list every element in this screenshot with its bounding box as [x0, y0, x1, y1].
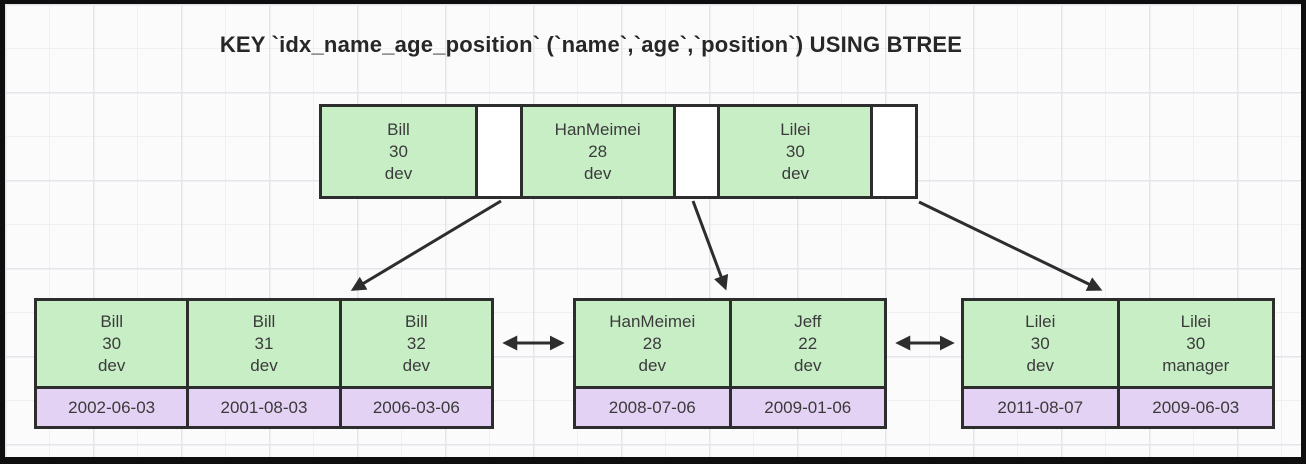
- key-name: HanMeimei: [609, 311, 696, 331]
- key-name: Bill: [404, 311, 428, 331]
- record-date-cell: 2006-03-06: [341, 386, 491, 426]
- leaf-record-column: Lilei 30 manager 2009-06-03: [1116, 301, 1272, 426]
- key-name: Bill: [252, 311, 276, 331]
- key-age: 30: [102, 333, 122, 353]
- key-position: dev: [781, 163, 810, 183]
- record-date-cell: 2009-01-06: [731, 386, 884, 426]
- record-key-cell: Bill 31 dev: [189, 301, 339, 386]
- key-name: Lilei: [780, 119, 811, 139]
- key-age: 30: [785, 141, 805, 161]
- key-position: dev: [97, 355, 126, 375]
- record-date-cell: 2008-07-06: [576, 386, 729, 426]
- root-to-left-leaf-arrow: [350, 199, 502, 291]
- key-position: dev: [794, 355, 822, 375]
- key-position: dev: [402, 355, 431, 375]
- leaf-record-column: Bill 32 dev 2006-03-06: [338, 301, 491, 426]
- child-pointer-cell: [672, 107, 718, 196]
- record-date-cell: 2009-06-03: [1119, 386, 1272, 426]
- key-age: 31: [254, 333, 274, 353]
- key-name: Bill: [387, 119, 410, 139]
- leaf-node-lilei: Lilei 30 dev 2011-08-07 Lilei 30 manager…: [961, 298, 1275, 429]
- child-pointer-cell: [475, 107, 520, 196]
- key-position: dev: [384, 163, 413, 183]
- key-age: 22: [798, 333, 818, 353]
- record-date-cell: 2001-08-03: [189, 386, 339, 426]
- key-age: 32: [406, 333, 426, 353]
- child-pointer-cell: [870, 107, 916, 196]
- root-key-cell: HanMeimei 28 dev: [519, 107, 673, 196]
- key-name: Lilei: [1025, 311, 1056, 331]
- key-age: 28: [588, 141, 608, 161]
- key-position: dev: [250, 355, 278, 375]
- leaf-record-column: HanMeimei 28 dev 2008-07-06: [576, 301, 729, 426]
- leaf-node-bill: Bill 30 dev 2002-06-03 Bill 31 dev 2001-…: [34, 298, 494, 429]
- key-age: 30: [1030, 333, 1050, 353]
- record-key-cell: Bill 32 dev: [341, 301, 491, 386]
- leaf-record-column: Jeff 22 dev 2009-01-06: [728, 301, 884, 426]
- key-position: dev: [583, 163, 612, 183]
- key-position: dev: [1026, 355, 1054, 375]
- root-to-right-leaf-arrow: [918, 200, 1103, 291]
- record-key-cell: Jeff 22 dev: [731, 301, 884, 386]
- root-to-middle-leaf-arrow: [691, 200, 729, 291]
- leaf-record-column: Lilei 30 dev 2011-08-07: [964, 301, 1117, 426]
- key-name: Lilei: [1180, 311, 1211, 331]
- leaf-record-column: Bill 30 dev 2002-06-03: [37, 301, 187, 426]
- key-age: 30: [1186, 333, 1206, 353]
- record-key-cell: HanMeimei 28 dev: [576, 301, 729, 386]
- key-age: 28: [642, 333, 662, 353]
- key-age: 30: [389, 141, 408, 161]
- record-date-cell: 2011-08-07: [964, 386, 1117, 426]
- root-key-cell: Lilei 30 dev: [717, 107, 871, 196]
- record-key-cell: Lilei 30 manager: [1119, 301, 1272, 386]
- record-key-cell: Lilei 30 dev: [964, 301, 1117, 386]
- key-name: Bill: [100, 311, 123, 331]
- leaf-record-column: Bill 31 dev 2001-08-03: [186, 301, 339, 426]
- leaf-node-hanmeimei-jeff: HanMeimei 28 dev 2008-07-06 Jeff 22 dev …: [573, 298, 887, 429]
- key-name: Jeff: [794, 311, 822, 331]
- btree-root-node: Bill 30 dev HanMeimei 28 dev Lilei 30 de…: [319, 104, 918, 199]
- root-key-cell: Bill 30 dev: [322, 107, 475, 196]
- record-date-cell: 2002-06-03: [37, 386, 187, 426]
- key-name: HanMeimei: [554, 119, 641, 139]
- key-position: manager: [1162, 355, 1230, 375]
- key-position: dev: [638, 355, 666, 375]
- record-key-cell: Bill 30 dev: [37, 301, 187, 386]
- diagram-title: KEY `idx_name_age_position` (`name`,`age…: [219, 32, 963, 57]
